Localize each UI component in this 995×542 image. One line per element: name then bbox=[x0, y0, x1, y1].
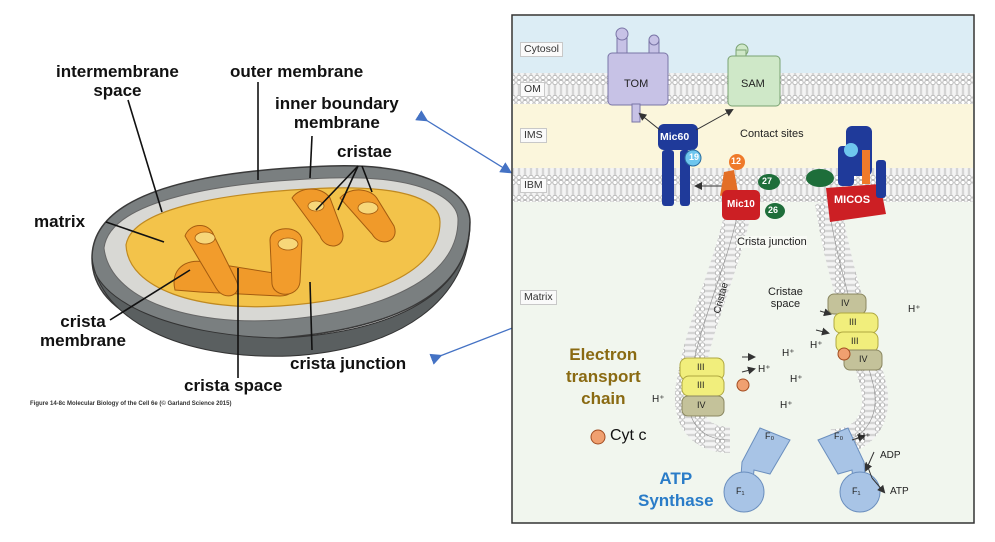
label-inner-boundary-membrane: inner boundary membrane bbox=[275, 94, 399, 132]
micos-complex bbox=[806, 126, 886, 222]
label-crista-space: crista space bbox=[184, 376, 283, 395]
label-atp: ATP bbox=[890, 486, 909, 497]
region-label-cytosol: Cytosol bbox=[520, 42, 564, 57]
label-outer-membrane: outer membrane bbox=[230, 62, 364, 81]
label-intermembrane-space: intermembrane space bbox=[56, 62, 179, 100]
h-plus-1: H⁺ bbox=[758, 364, 771, 375]
label-cristae-space: Cristae space bbox=[768, 286, 803, 310]
legend-electron-transport-chain: Electron transport chain bbox=[566, 345, 641, 408]
complex-label-iii-left-2: III bbox=[697, 380, 705, 390]
label-crista-junction: crista junction bbox=[290, 354, 407, 373]
protein-label-27: 27 bbox=[762, 176, 773, 186]
h-plus-8: H⁺ bbox=[858, 432, 871, 443]
left-leader-lines bbox=[105, 82, 373, 378]
h-plus-7: H⁺ bbox=[810, 340, 823, 351]
label-f1-left: F₁ bbox=[736, 486, 745, 496]
legend-atp-synthase: ATP Synthase bbox=[638, 469, 714, 510]
h-plus-5: H⁺ bbox=[780, 400, 793, 411]
etc-left-complexes bbox=[679, 357, 750, 417]
tom-complex bbox=[607, 27, 669, 123]
region-label-ibm: IBM bbox=[520, 178, 547, 193]
h-plus-4: H⁺ bbox=[652, 394, 665, 405]
protein-label-tom: TOM bbox=[624, 78, 649, 90]
mic10-cluster bbox=[720, 154, 785, 220]
atp-synthase-right bbox=[817, 427, 881, 513]
label-crista-junction-right: Crista junction bbox=[737, 236, 807, 248]
complex-label-iii-right-1: III bbox=[849, 317, 857, 327]
atp-synthase-left bbox=[723, 427, 791, 513]
mitochondrion-illustration bbox=[91, 165, 471, 357]
complex-label-iv-right-1: IV bbox=[841, 298, 850, 308]
region-label-om: OM bbox=[520, 82, 545, 97]
protein-label-mic60: Mic60 bbox=[660, 131, 690, 143]
protein-label-12: 12 bbox=[731, 156, 742, 166]
protein-label-19: 19 bbox=[689, 152, 700, 162]
label-contact-sites: Contact sites bbox=[740, 128, 804, 140]
protein-label-mic10: Mic10 bbox=[727, 199, 755, 210]
label-adp: ADP bbox=[880, 450, 901, 461]
protein-label-26: 26 bbox=[768, 205, 779, 215]
arrow-to-tom bbox=[638, 112, 661, 131]
figure-caption: Figure 14-8c Molecular Biology of the Ce… bbox=[30, 401, 232, 407]
h-plus-3: H⁺ bbox=[790, 374, 803, 385]
h-plus-6: H⁺ bbox=[908, 304, 921, 315]
h-plus-2: H⁺ bbox=[782, 348, 795, 359]
etc-arrows bbox=[741, 308, 886, 494]
mic60 bbox=[658, 124, 702, 206]
label-matrix: matrix bbox=[34, 212, 86, 231]
protein-label-sam: SAM bbox=[741, 78, 765, 90]
legend-cyt-c: Cyt c bbox=[610, 427, 647, 444]
complex-label-iii-left-1: III bbox=[697, 362, 705, 372]
region-label-ims: IMS bbox=[520, 128, 547, 143]
cyt-c-legend-icon bbox=[590, 429, 606, 445]
arrow-to-sam bbox=[695, 109, 734, 131]
complex-label-iii-right-2: III bbox=[851, 336, 859, 346]
label-fo-right: F₀ bbox=[834, 431, 844, 441]
complex-label-iv-left: IV bbox=[697, 400, 706, 410]
region-label-matrix: Matrix bbox=[520, 290, 557, 305]
label-fo-left: F₀ bbox=[765, 431, 775, 441]
arrow-inner-boundary-to-ibm bbox=[415, 110, 513, 174]
etc-right-complexes bbox=[827, 293, 883, 371]
protein-label-micos: MICOS bbox=[834, 194, 871, 206]
sam-complex bbox=[727, 43, 781, 107]
label-cristae: cristae bbox=[337, 142, 392, 161]
label-f1-right: F₁ bbox=[852, 486, 861, 496]
complex-label-iv-right-2: IV bbox=[859, 354, 868, 364]
label-crista-membrane: crista membrane bbox=[40, 312, 126, 350]
